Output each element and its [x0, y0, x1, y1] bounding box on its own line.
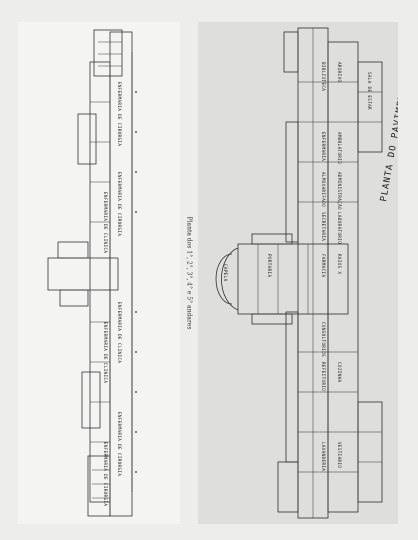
room-label: COZINHA — [337, 362, 342, 383]
room-label: RAIOS X — [337, 254, 342, 275]
room-label: CONSULTORIOS — [321, 322, 326, 357]
room-label: LAVANDERIA — [321, 442, 326, 471]
room-label: LABORATORIO — [337, 212, 342, 244]
room-label: CAPELA — [223, 264, 228, 282]
room-label: AMBULATORIO — [337, 132, 342, 164]
room-label: ARQUIVO — [337, 62, 342, 83]
room-label: ENFERMARIA DE CIRURGIA — [117, 172, 122, 236]
room-label: BIBLIOTECA — [321, 62, 326, 91]
room-label: REFEITORIO — [321, 362, 326, 391]
room-label: FARMACIA — [321, 254, 326, 277]
plan-caption: Planta dos 1°, 2°, 3°, 4° e 5° andares — [180, 22, 198, 524]
room-label: ALMOXARIFADO — [321, 172, 326, 207]
room-label: ENFERMARIA DE CIRURGIA — [103, 442, 108, 506]
room-label: ENFERMARIA DE CIRURGIA — [117, 82, 122, 146]
room-label: ENFERMARIA — [321, 132, 326, 161]
room-label: ENFERMARIA DE CLINICA — [103, 322, 108, 383]
ground-floor-plan: BIBLIOTECA ARQUIVO SALA DE ESTAR ENFERMA… — [198, 22, 398, 524]
room-label: ADMINISTRAÇÃO — [337, 172, 342, 210]
room-label: SALA DE ESTAR — [367, 72, 372, 110]
room-label: ENFERMARIA DE CLINICA — [117, 302, 122, 363]
caption-text: Planta dos 1°, 2°, 3°, 4° e 5° andares — [185, 216, 193, 330]
room-label: ENFERMARIA DE CLINICA — [103, 192, 108, 253]
room-label: SECRETARIA — [321, 212, 326, 241]
upper-floors-plan: ENFERMARIA DE CIRURGIA ENFERMARIA DE CIR… — [18, 22, 180, 524]
plan-title: PLANTA DO PAVIMENTO TÉRREO — [377, 36, 398, 202]
room-label: ENFERMARIA DE CIRURGIA — [117, 412, 122, 476]
ground-floor-drawing: BIBLIOTECA ARQUIVO SALA DE ESTAR ENFERMA… — [215, 27, 398, 519]
upper-floors-drawing: ENFERMARIA DE CIRURGIA ENFERMARIA DE CIR… — [47, 29, 137, 517]
room-label: VESTIARIO — [337, 442, 342, 468]
room-label: PORTARIA — [267, 254, 272, 277]
